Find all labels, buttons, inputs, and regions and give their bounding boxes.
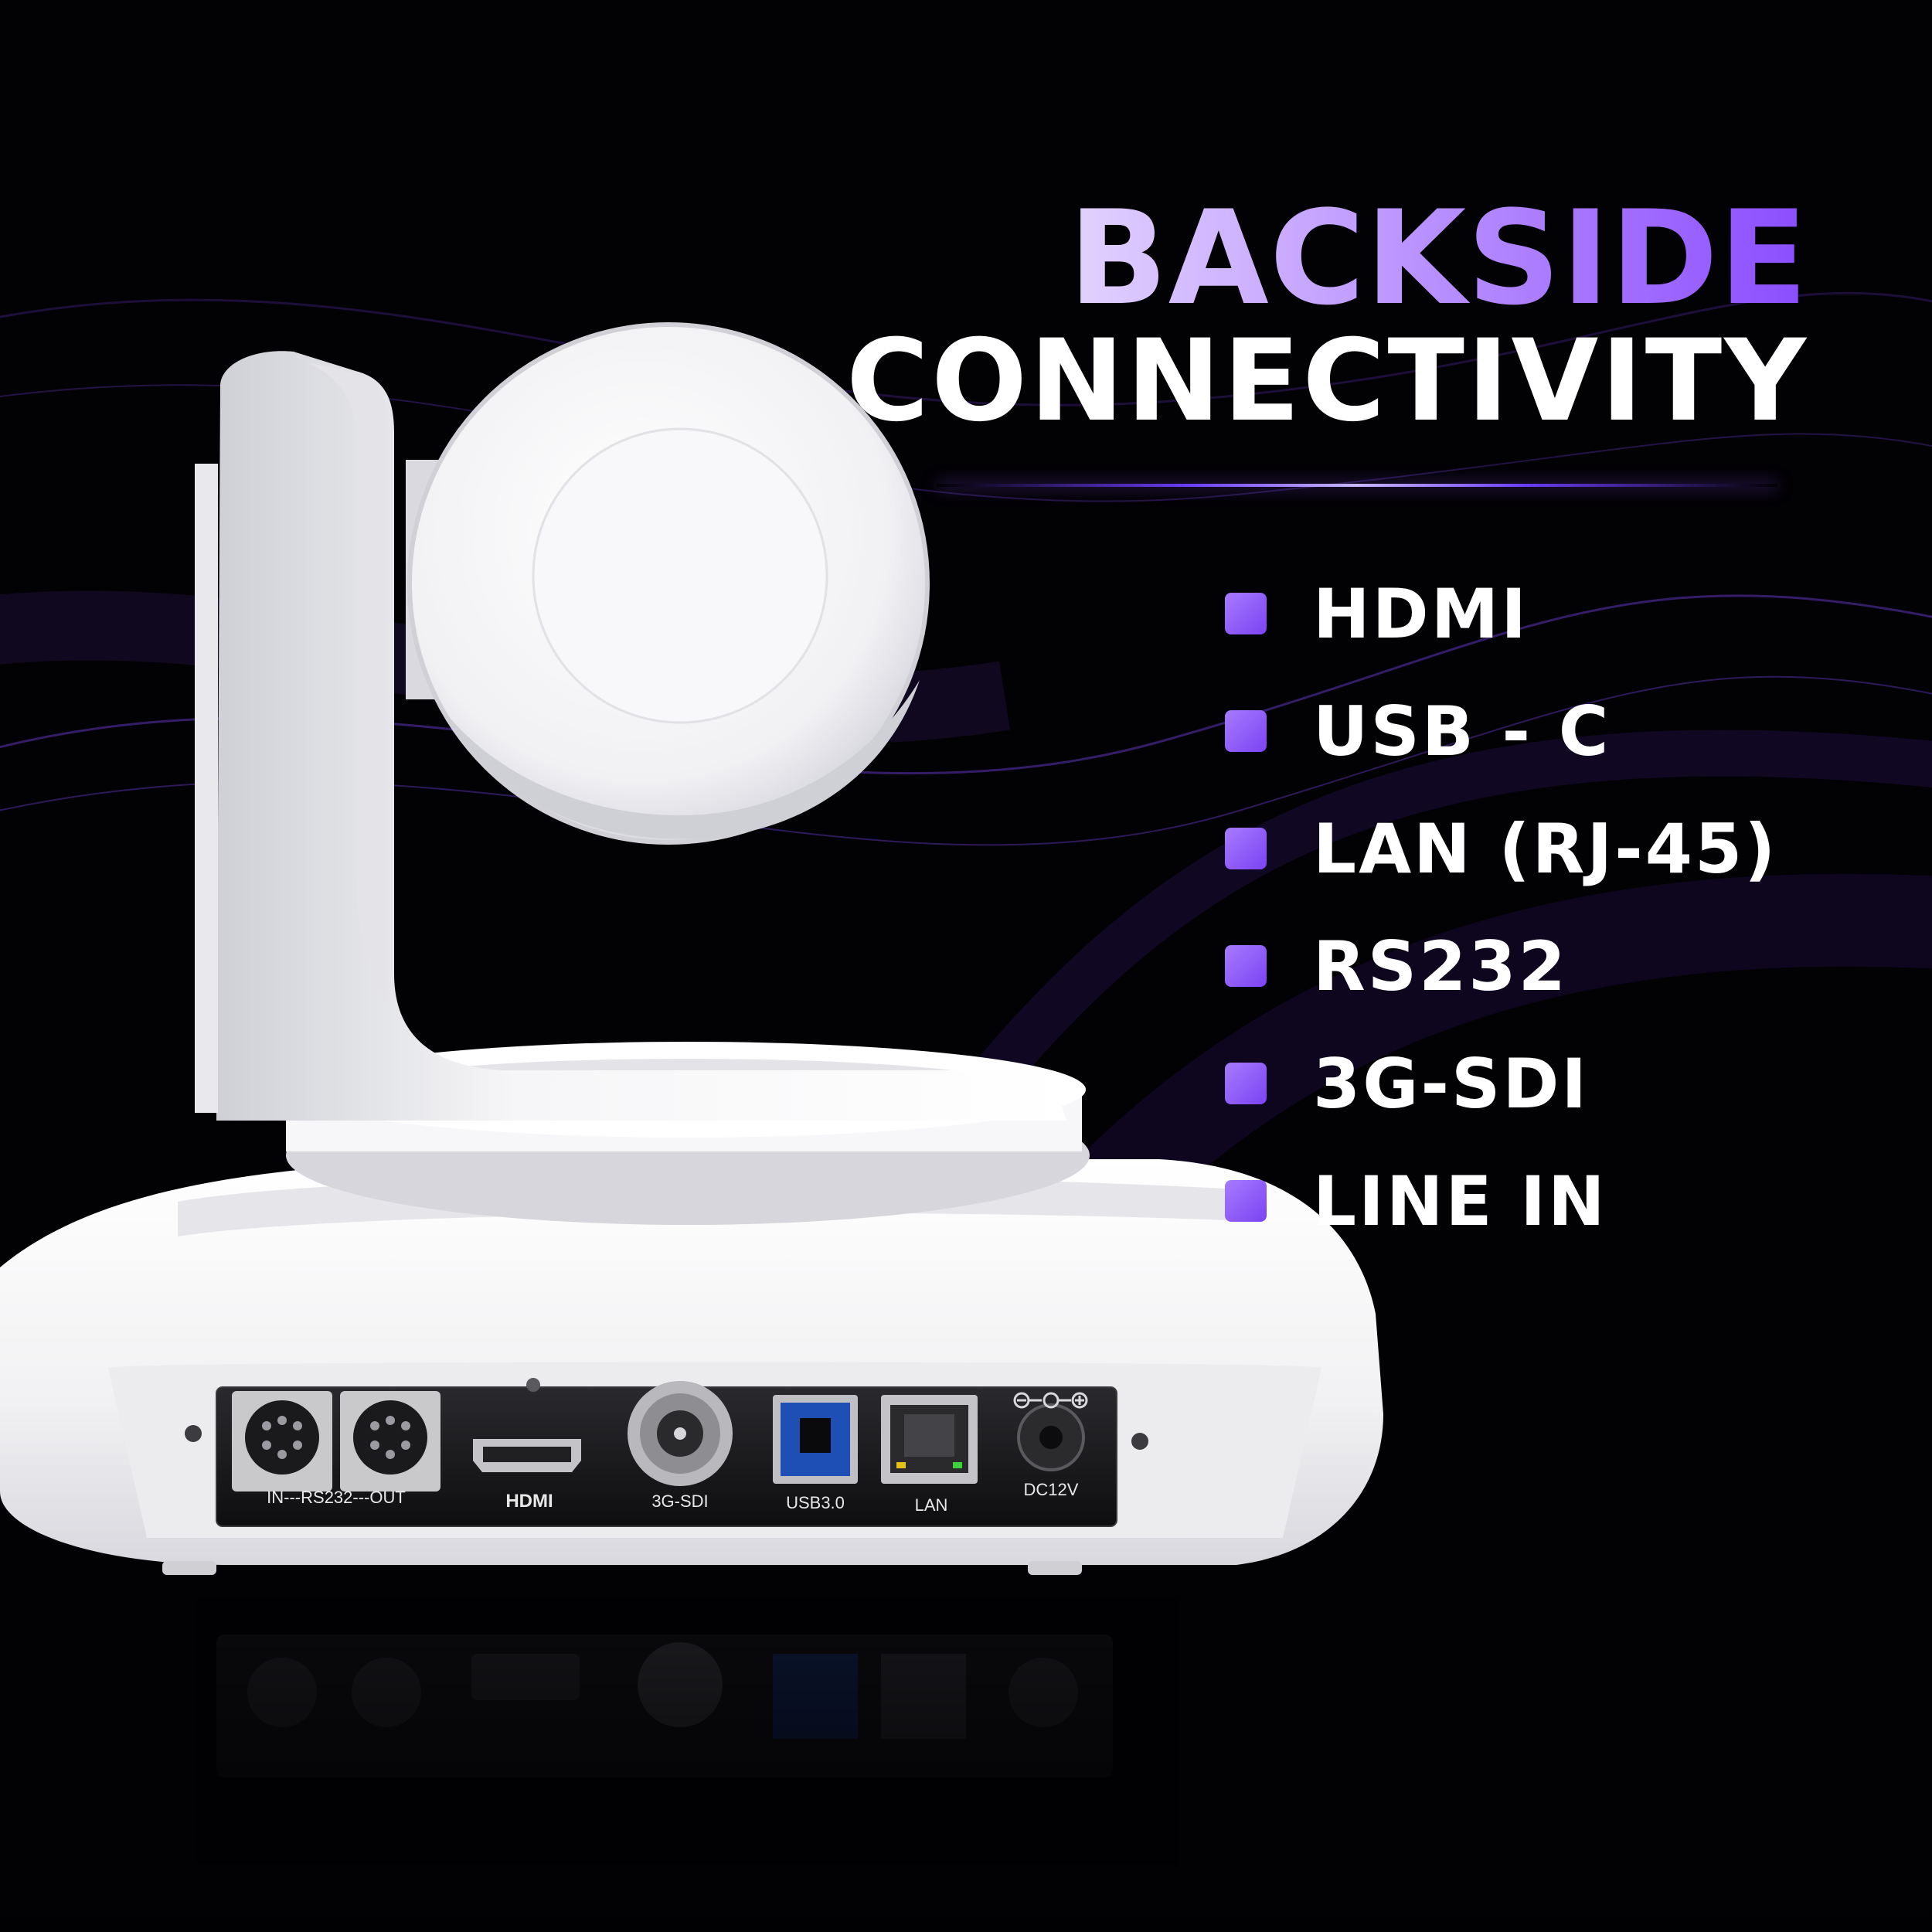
feature-item: LAN (RJ-45) (1225, 790, 1777, 907)
square-bullet-icon (1225, 1063, 1267, 1104)
feature-item: 3G-SDI (1225, 1025, 1777, 1142)
feature-label: 3G-SDI (1313, 1043, 1590, 1124)
square-bullet-icon (1225, 1180, 1267, 1222)
feature-item: LINE IN (1225, 1142, 1777, 1260)
label-3g-sdi: 3G-SDI (651, 1492, 708, 1511)
label-rs232: IN---RS232---OUT (267, 1488, 406, 1507)
floor-reflection (0, 1592, 1932, 1932)
label-dc12v: DC12V (1024, 1480, 1079, 1499)
square-bullet-icon (1225, 828, 1267, 869)
ptz-camera: IN---RS232---OUT HDMI 3G-SDI USB3.0 LAN … (0, 322, 1383, 1575)
feature-label: LINE IN (1313, 1161, 1607, 1241)
square-bullet-icon (1225, 945, 1267, 987)
feature-label: LAN (RJ-45) (1313, 808, 1778, 889)
headline-connectivity: CONNECTIVITY (845, 315, 1808, 447)
feature-item: USB - C (1225, 672, 1777, 790)
label-usb3: USB3.0 (786, 1493, 845, 1512)
feature-label: USB - C (1313, 691, 1611, 771)
feature-list: HDMI USB - C LAN (RJ-45) RS232 3G-SDI LI… (1225, 555, 1777, 1260)
feature-label: HDMI (1313, 573, 1529, 654)
square-bullet-icon (1225, 593, 1267, 634)
label-lan: LAN (915, 1495, 948, 1515)
feature-label: RS232 (1313, 926, 1568, 1006)
square-bullet-icon (1225, 710, 1267, 752)
headline-backside: BACKSIDE (1068, 182, 1808, 334)
feature-item: HDMI (1225, 555, 1777, 672)
dc-polarity-icon (1013, 1392, 1088, 1409)
feature-item: RS232 (1225, 907, 1777, 1025)
label-hdmi: HDMI (505, 1491, 553, 1512)
glow-divider (937, 484, 1777, 487)
